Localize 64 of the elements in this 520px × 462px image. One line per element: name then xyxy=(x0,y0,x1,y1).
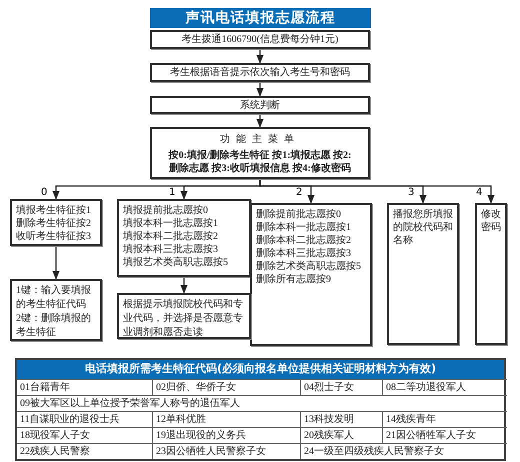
option-text: 删除艺术类高职志愿按5 xyxy=(256,260,362,273)
step-text: 考生拨通1606790(信息费每分钟1元) xyxy=(182,32,338,47)
table-cell: 20残疾军人 xyxy=(300,427,382,443)
option-text: 修改密码 xyxy=(481,208,501,234)
edge-label: 0 xyxy=(40,188,48,198)
table-cell: 04烈士子女 xyxy=(300,379,382,395)
table-cell: 11自谋职业的退役士兵 xyxy=(17,411,152,427)
table-cell: 12单科优胜 xyxy=(152,411,300,427)
option-text: 填报本科二批志愿按2 xyxy=(123,230,219,243)
option-text: 填报考生特征按1 xyxy=(16,204,92,217)
arrow xyxy=(256,49,264,64)
process-box xyxy=(150,63,370,82)
process-box xyxy=(387,203,459,345)
process-box xyxy=(10,199,102,246)
instruction-text: 根据提示填报院校代码和专业代码，并选择是否愿意专业调剂和愿否走读 xyxy=(123,298,244,340)
menu-heading: 功能主菜单 xyxy=(220,132,300,146)
arrow xyxy=(52,246,60,280)
edge-label: 3 xyxy=(407,188,416,198)
process-box xyxy=(150,127,370,179)
instruction-text: 1键：输入要填报的考生特征代码 xyxy=(16,284,92,312)
table-cell: 08二等功退役军人 xyxy=(382,379,507,395)
arrow xyxy=(256,82,264,97)
table-header: 电话填报所需考生特征代码(必须向报名单位提供相关证明材料方为有效) xyxy=(17,360,504,379)
process-box xyxy=(10,279,102,341)
table-cell: 01台籍青年 xyxy=(17,379,152,395)
option-text: 删除本科一批志愿按1 xyxy=(256,221,352,234)
step-text: 考生根据语音提示依次输入考生号和密码 xyxy=(170,66,350,80)
option-text: 删除考生特征按2 xyxy=(16,217,92,230)
table-cell: 18现役军人子女 xyxy=(17,427,152,443)
process-box xyxy=(250,203,372,346)
table-cell: 23因公牺牲人民警察子女 xyxy=(152,443,300,459)
edge-label: 2 xyxy=(295,188,304,198)
arrow xyxy=(180,277,188,294)
table-cell: 24一级至四级残疾人民警察子女 xyxy=(300,443,507,459)
table-cell: 02归侨、华侨子女 xyxy=(152,379,300,395)
table-cell: 19退出现役的义务兵 xyxy=(152,427,300,443)
option-text: 删除本科二批志愿按2 xyxy=(256,234,352,247)
arrow xyxy=(259,179,495,204)
option-text: 收听考生特征按3 xyxy=(16,230,92,243)
table-cell: 13科技发明 xyxy=(300,411,382,427)
option-text: 填报本科三批志愿按3 xyxy=(123,243,219,256)
option-text: 填报艺术类高职志愿按5 xyxy=(123,256,229,269)
table-cell: 22残疾人民警察 xyxy=(17,443,152,459)
edge-label: 1 xyxy=(168,188,176,198)
table-cell: 21因公牺牲军人子女 xyxy=(382,427,507,443)
option-text: 填报本科一批志愿按1 xyxy=(123,217,219,230)
table-cell: 14残疾青年 xyxy=(382,411,507,427)
table-cell: 09被大军区以上单位授予荣誉军人称号的退伍军人 xyxy=(17,395,507,411)
process-box xyxy=(117,293,251,339)
arrow xyxy=(256,114,264,128)
title-banner: 声讯电话填报志愿流程 xyxy=(150,8,371,28)
process-box xyxy=(150,30,370,49)
instruction-text: 2键：删除填报的考生特征 xyxy=(16,312,92,340)
process-box xyxy=(150,96,370,114)
option-text: 播报您所填报的院校代码和名称 xyxy=(393,208,453,247)
option-text: 删除所有志愿按9 xyxy=(256,273,332,286)
process-box xyxy=(117,199,251,277)
menu-options: 按0:填报/删除考生特征 按1:填报志愿 按2:删除志愿 按3:收听填报信息 按4:修改密码 xyxy=(152,148,368,174)
process-box xyxy=(475,203,507,345)
option-text: 删除提前批志愿按0 xyxy=(256,208,342,221)
edge-label: 4 xyxy=(475,188,484,198)
option-text: 删除本科三批志愿按3 xyxy=(256,247,352,260)
option-text: 填报提前批志愿按0 xyxy=(123,204,209,217)
step-text: 系统判断 xyxy=(240,98,280,112)
